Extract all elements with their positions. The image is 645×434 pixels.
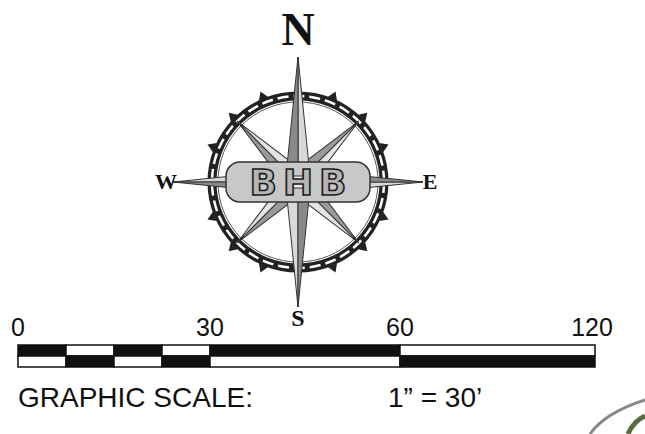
scale-number: 30	[196, 315, 224, 340]
scale-title: GRAPHIC SCALE:	[18, 384, 253, 412]
scale-ratio: 1” = 30’	[388, 384, 482, 412]
east-letter: E	[423, 171, 438, 193]
scale-bar	[18, 345, 595, 367]
logo-text: BHB	[243, 165, 352, 201]
corner-fragment	[628, 416, 645, 434]
compass-rose	[173, 57, 423, 307]
scale-number: 0	[11, 315, 25, 340]
north-letter: N	[281, 7, 314, 53]
scale-number: 120	[571, 315, 613, 340]
scale-number: 60	[386, 315, 414, 340]
west-letter: W	[155, 171, 177, 193]
corner-fragment	[590, 400, 645, 434]
south-letter: S	[291, 306, 304, 330]
